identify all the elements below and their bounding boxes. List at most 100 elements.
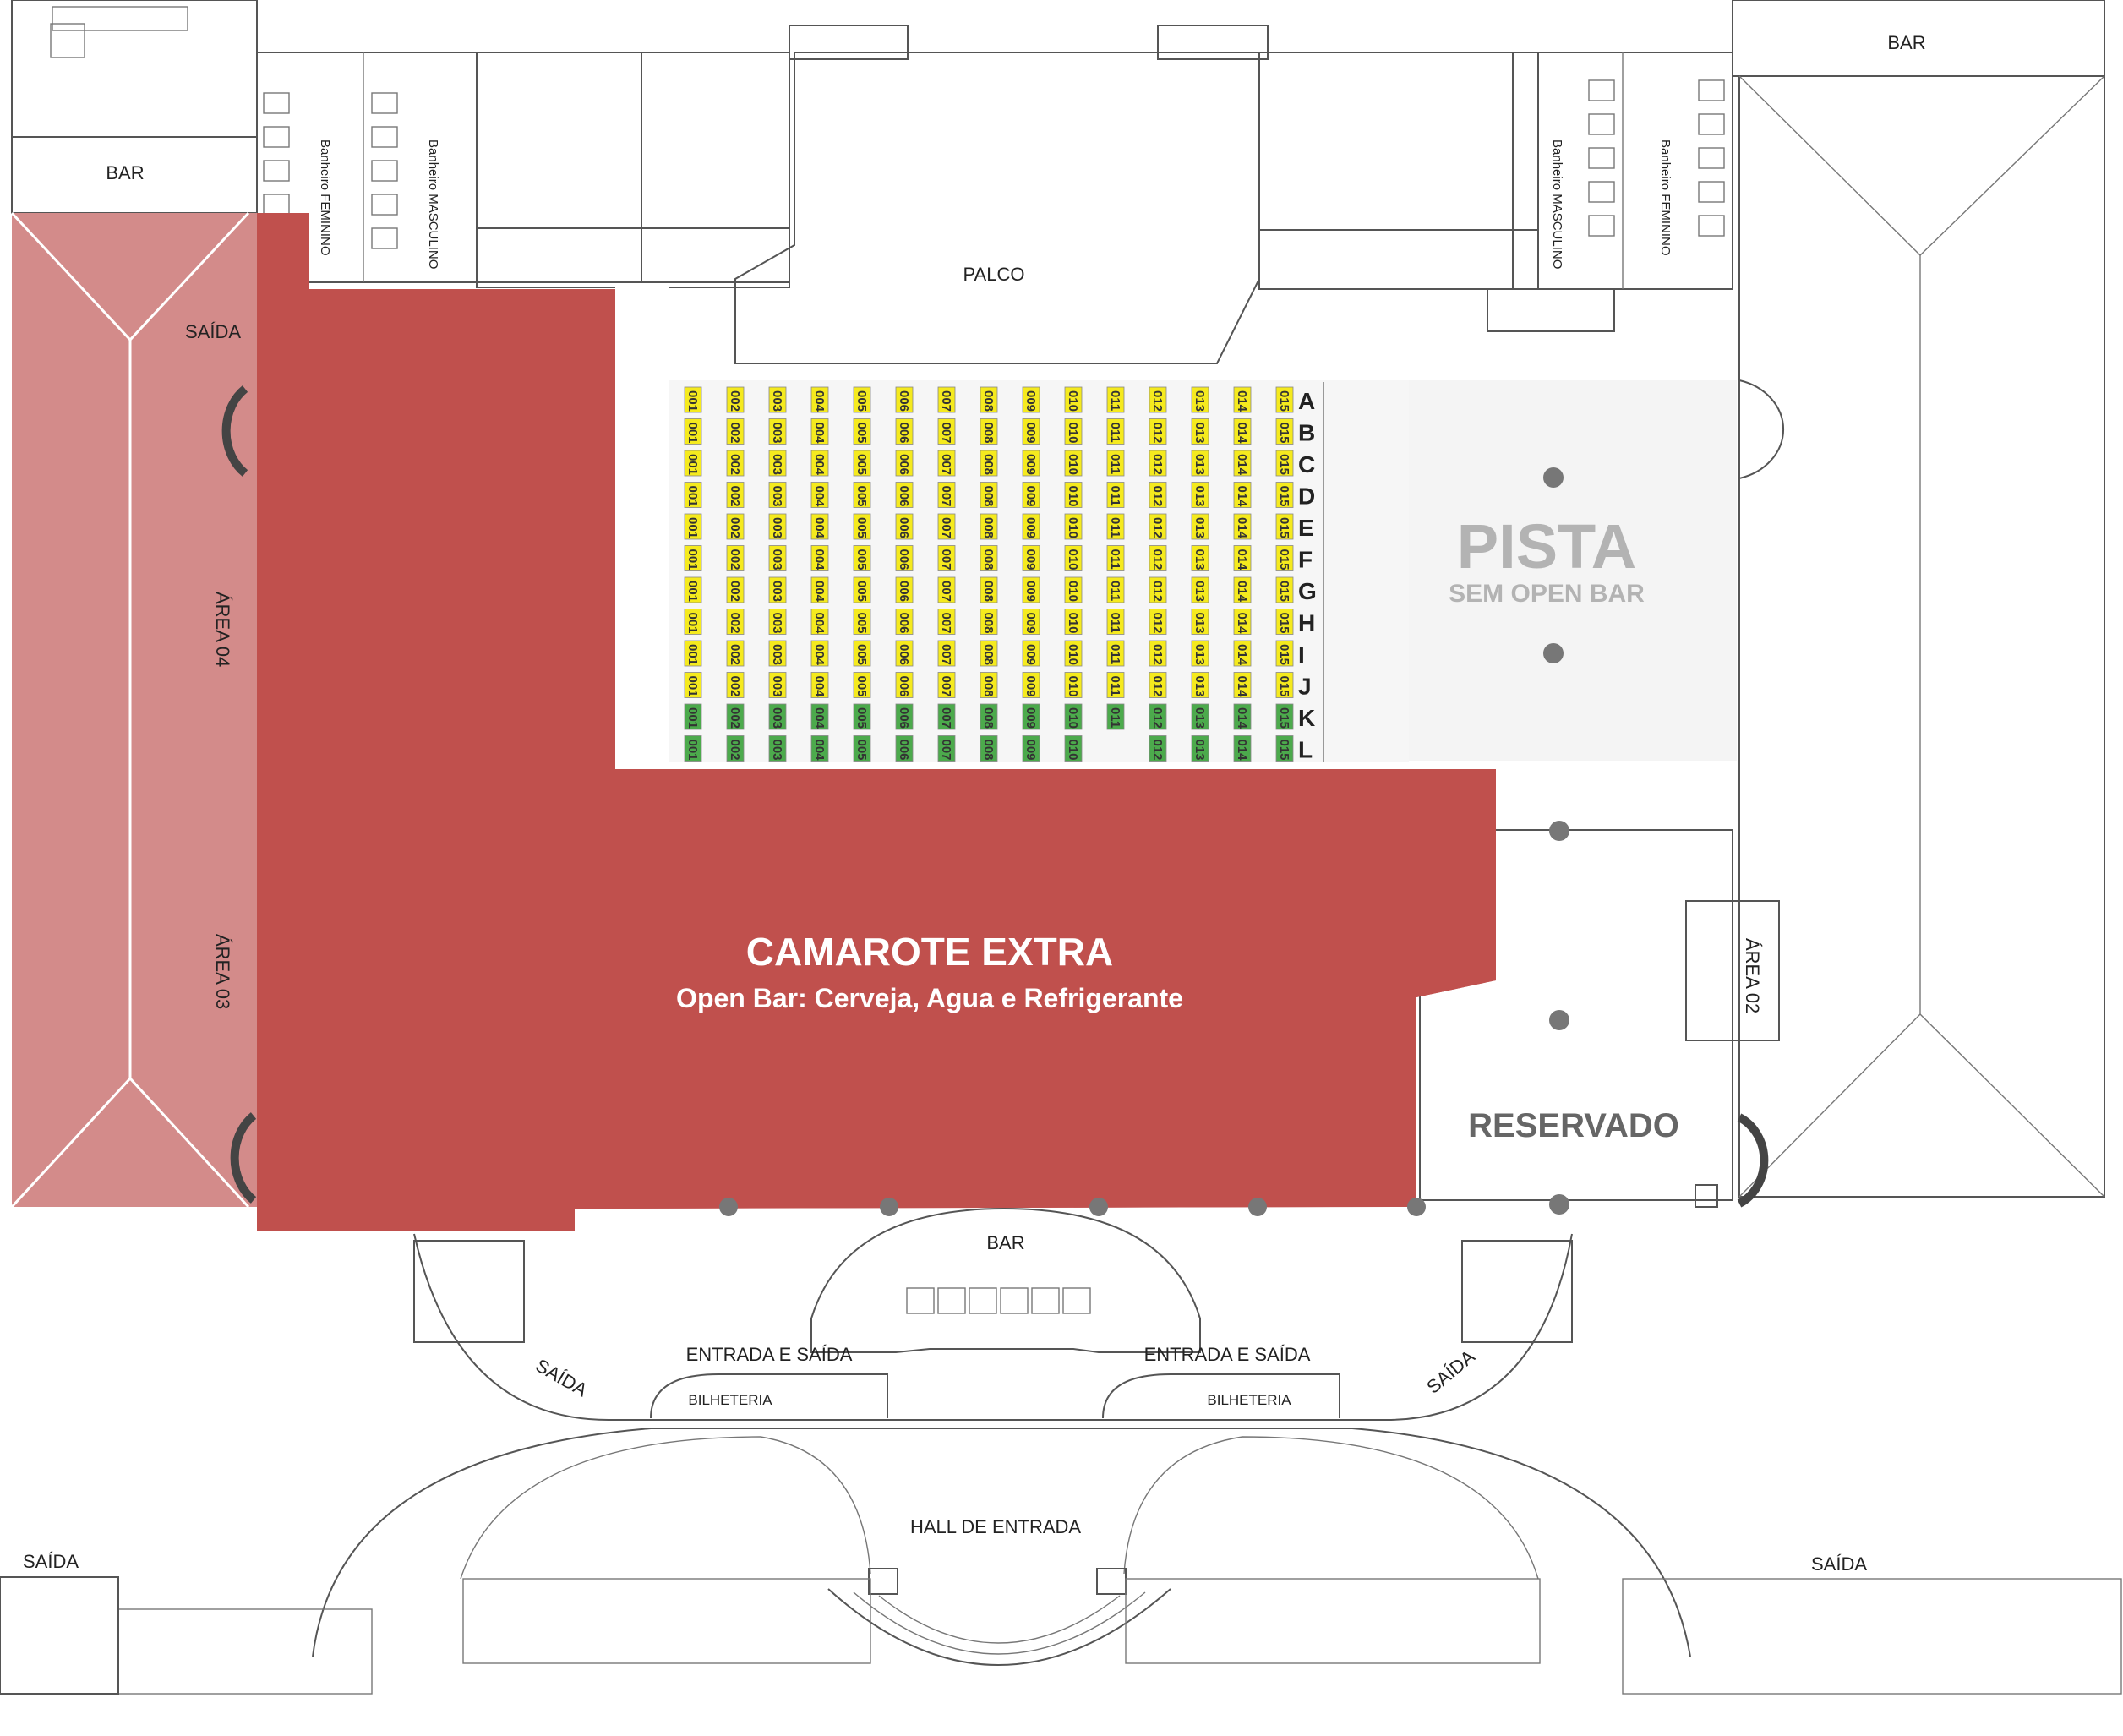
seat-C-002[interactable] <box>726 450 745 477</box>
seat-I-015[interactable] <box>1275 640 1294 667</box>
seat-F-006[interactable] <box>895 545 914 571</box>
seat-L-013[interactable] <box>1191 735 1209 762</box>
seat-C-013[interactable] <box>1191 450 1209 477</box>
seat-E-002[interactable] <box>726 513 745 540</box>
seat-K-004[interactable] <box>810 703 829 730</box>
seat-I-013[interactable] <box>1191 640 1209 667</box>
seat-B-003[interactable] <box>768 418 787 445</box>
seat-H-003[interactable] <box>768 609 787 635</box>
seat-E-014[interactable] <box>1233 513 1252 540</box>
seat-B-005[interactable] <box>853 418 871 445</box>
seat-I-006[interactable] <box>895 640 914 667</box>
seat-F-001[interactable] <box>684 545 702 571</box>
seat-A-005[interactable] <box>853 386 871 413</box>
seat-J-008[interactable] <box>980 672 998 698</box>
seat-F-004[interactable] <box>810 545 829 571</box>
seat-F-005[interactable] <box>853 545 871 571</box>
seat-H-002[interactable] <box>726 609 745 635</box>
seat-G-006[interactable] <box>895 576 914 603</box>
seat-H-011[interactable] <box>1106 609 1125 635</box>
seat-C-007[interactable] <box>937 450 956 477</box>
seat-K-015[interactable] <box>1275 703 1294 730</box>
seat-I-001[interactable] <box>684 640 702 667</box>
seat-J-007[interactable] <box>937 672 956 698</box>
seat-E-011[interactable] <box>1106 513 1125 540</box>
seat-B-014[interactable] <box>1233 418 1252 445</box>
seat-E-013[interactable] <box>1191 513 1209 540</box>
seat-A-014[interactable] <box>1233 386 1252 413</box>
seat-D-010[interactable] <box>1064 482 1083 508</box>
seat-G-010[interactable] <box>1064 576 1083 603</box>
seat-B-011[interactable] <box>1106 418 1125 445</box>
seat-H-015[interactable] <box>1275 609 1294 635</box>
seat-C-008[interactable] <box>980 450 998 477</box>
seat-I-008[interactable] <box>980 640 998 667</box>
seat-L-009[interactable] <box>1022 735 1040 762</box>
seat-K-002[interactable] <box>726 703 745 730</box>
seat-F-008[interactable] <box>980 545 998 571</box>
seat-J-015[interactable] <box>1275 672 1294 698</box>
seat-L-005[interactable] <box>853 735 871 762</box>
seat-F-013[interactable] <box>1191 545 1209 571</box>
seat-E-012[interactable] <box>1149 513 1167 540</box>
seat-K-011[interactable] <box>1106 703 1125 730</box>
seat-C-001[interactable] <box>684 450 702 477</box>
seat-F-002[interactable] <box>726 545 745 571</box>
seat-F-014[interactable] <box>1233 545 1252 571</box>
seat-D-001[interactable] <box>684 482 702 508</box>
seat-E-001[interactable] <box>684 513 702 540</box>
seat-I-002[interactable] <box>726 640 745 667</box>
seat-E-003[interactable] <box>768 513 787 540</box>
seat-B-013[interactable] <box>1191 418 1209 445</box>
seat-L-004[interactable] <box>810 735 829 762</box>
seat-L-015[interactable] <box>1275 735 1294 762</box>
seat-G-007[interactable] <box>937 576 956 603</box>
seat-D-014[interactable] <box>1233 482 1252 508</box>
seat-B-012[interactable] <box>1149 418 1167 445</box>
seat-L-007[interactable] <box>937 735 956 762</box>
seat-A-010[interactable] <box>1064 386 1083 413</box>
seat-A-006[interactable] <box>895 386 914 413</box>
seat-C-006[interactable] <box>895 450 914 477</box>
seat-G-013[interactable] <box>1191 576 1209 603</box>
seat-F-010[interactable] <box>1064 545 1083 571</box>
seat-J-004[interactable] <box>810 672 829 698</box>
seat-H-014[interactable] <box>1233 609 1252 635</box>
seat-H-009[interactable] <box>1022 609 1040 635</box>
seat-H-012[interactable] <box>1149 609 1167 635</box>
seat-E-010[interactable] <box>1064 513 1083 540</box>
seat-L-012[interactable] <box>1149 735 1167 762</box>
seat-G-004[interactable] <box>810 576 829 603</box>
seat-J-003[interactable] <box>768 672 787 698</box>
seat-G-005[interactable] <box>853 576 871 603</box>
seat-F-015[interactable] <box>1275 545 1294 571</box>
seat-D-006[interactable] <box>895 482 914 508</box>
seat-G-012[interactable] <box>1149 576 1167 603</box>
seat-L-003[interactable] <box>768 735 787 762</box>
seat-J-002[interactable] <box>726 672 745 698</box>
seat-J-006[interactable] <box>895 672 914 698</box>
seat-H-013[interactable] <box>1191 609 1209 635</box>
seat-C-009[interactable] <box>1022 450 1040 477</box>
seat-E-005[interactable] <box>853 513 871 540</box>
seat-E-004[interactable] <box>810 513 829 540</box>
seat-J-011[interactable] <box>1106 672 1125 698</box>
seat-L-001[interactable] <box>684 735 702 762</box>
seat-D-003[interactable] <box>768 482 787 508</box>
seat-I-009[interactable] <box>1022 640 1040 667</box>
seat-I-005[interactable] <box>853 640 871 667</box>
seat-E-007[interactable] <box>937 513 956 540</box>
seat-B-007[interactable] <box>937 418 956 445</box>
seat-F-003[interactable] <box>768 545 787 571</box>
seat-A-012[interactable] <box>1149 386 1167 413</box>
seat-K-014[interactable] <box>1233 703 1252 730</box>
seat-D-012[interactable] <box>1149 482 1167 508</box>
seat-I-004[interactable] <box>810 640 829 667</box>
seat-B-002[interactable] <box>726 418 745 445</box>
seat-C-004[interactable] <box>810 450 829 477</box>
seat-I-003[interactable] <box>768 640 787 667</box>
seat-C-014[interactable] <box>1233 450 1252 477</box>
seat-D-015[interactable] <box>1275 482 1294 508</box>
seat-A-001[interactable] <box>684 386 702 413</box>
seat-B-001[interactable] <box>684 418 702 445</box>
